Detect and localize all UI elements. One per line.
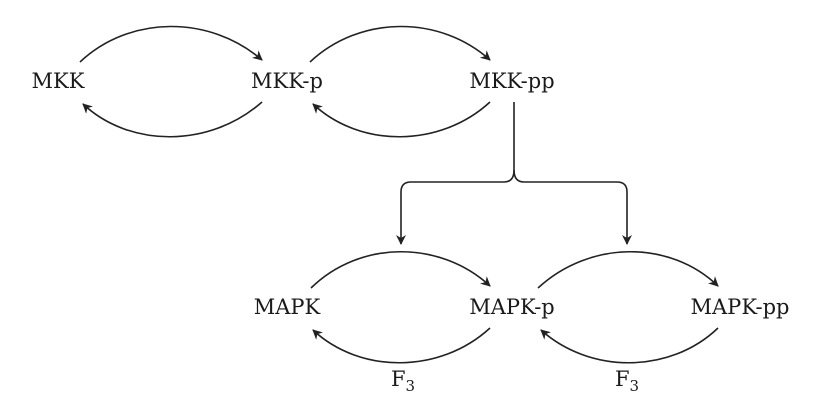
arrow-mkk-to-mkk-p xyxy=(79,25,263,63)
node-mkk-pp: MKK-pp xyxy=(469,69,554,93)
arrow-mapk-p-to-mapk xyxy=(312,327,491,364)
arrow-mkk-p-to-mkk xyxy=(82,101,263,138)
node-mkk-p: MKK-p xyxy=(251,69,323,93)
node-mapk-pp: MAPK-pp xyxy=(691,295,790,319)
arrow-mkk-p-to-mkk-pp xyxy=(309,25,491,63)
node-mkk: MKK xyxy=(32,69,85,93)
catalysis-branch-right xyxy=(513,169,632,245)
arrow-mapk-p-to-mapk-pp xyxy=(537,251,719,289)
node-mapk: MAPK xyxy=(254,295,321,319)
catalysis-branch xyxy=(396,102,515,245)
arrow-mapk-to-mapk-p xyxy=(310,251,491,289)
arrow-mapk-pp-to-mapk-p xyxy=(540,327,719,364)
label-f3-left: F3 xyxy=(391,367,415,395)
label-f3-right: F3 xyxy=(615,367,639,395)
arrow-mkk-pp-to-mkk-p xyxy=(312,101,491,138)
node-mapk-p: MAPK-p xyxy=(469,295,555,319)
